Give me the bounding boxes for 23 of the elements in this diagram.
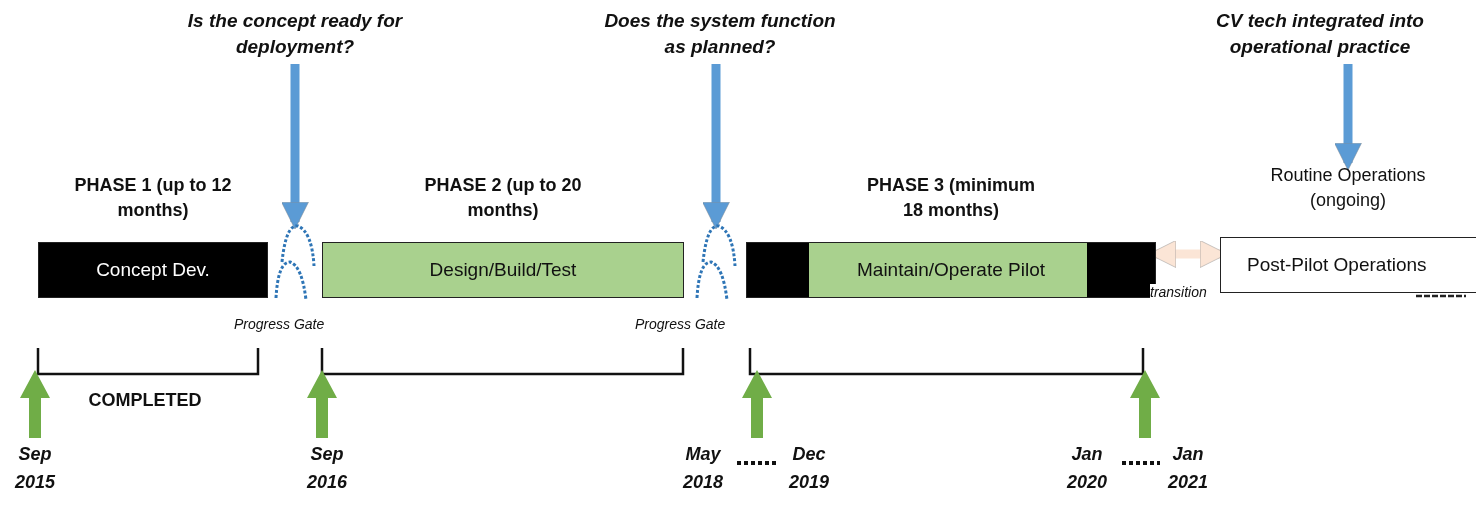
date-label: Jan 2020 <box>1065 443 1108 494</box>
question-text: CV tech integrated into operational practice <box>1175 8 1465 60</box>
date-label: Sep 2016 <box>305 443 348 494</box>
phase-heading: Routine Operations (ongoing) <box>1269 164 1427 212</box>
question-text: Is the concept ready for deployment? <box>185 8 405 60</box>
date-label: Jan 2021 <box>1166 443 1209 494</box>
arrow <box>281 64 309 230</box>
phase-heading: PHASE 3 (minimum 18 months) <box>866 174 1036 222</box>
gate-caption: Progress Gate <box>234 316 325 332</box>
arrow <box>1334 64 1362 171</box>
question-text: Does the system function as planned? <box>600 8 840 60</box>
phase-bar: Post-Pilot Operations <box>1220 237 1476 293</box>
edge-label: transition <box>1150 284 1207 300</box>
phase-heading: PHASE 1 (up to 12 months) <box>73 174 233 222</box>
date-label: Sep 2015 <box>13 443 56 494</box>
date-label: May 2018 <box>681 443 724 494</box>
arrow <box>702 64 730 230</box>
gate-caption: Progress Gate <box>635 316 726 332</box>
date-label: Dec 2019 <box>787 443 830 494</box>
status-label: COMPLETED <box>87 389 203 412</box>
phase-heading: PHASE 2 (up to 20 months) <box>423 174 583 222</box>
phase-bar: Concept Dev. <box>38 242 268 298</box>
phase-bar: Design/Build/Test <box>322 242 684 298</box>
